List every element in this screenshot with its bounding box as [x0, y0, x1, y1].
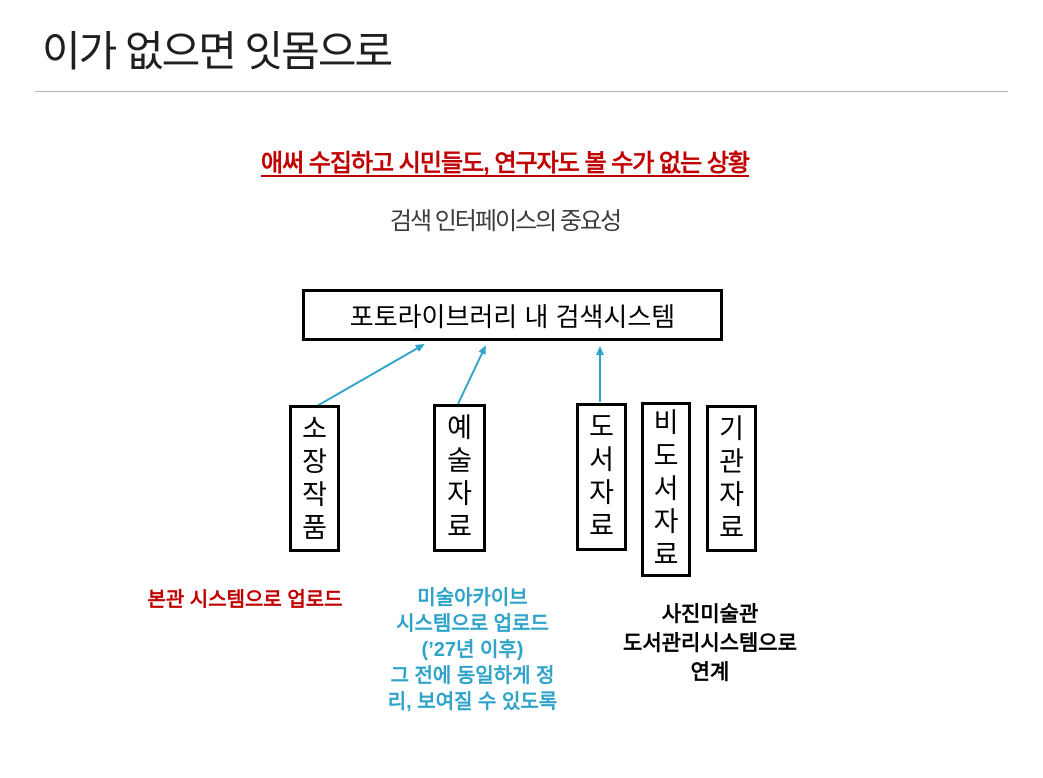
- note-library-link: 사진미술관 도서관리시스템으로 연계: [600, 600, 820, 687]
- slide-title: 이가 없으면 잇몸으로: [42, 28, 393, 75]
- note-collection-upload-text: 본관 시스템으로 업로드: [147, 589, 343, 611]
- note-archive-line-5: 리, 보여질 수 있도록: [387, 691, 558, 713]
- category-box-non-books: 비도서자료: [641, 402, 691, 577]
- category-box-art-materials-label: 예술자료: [447, 413, 472, 542]
- note-archive-line-2: 시스템으로 업로드: [396, 613, 549, 635]
- category-box-books-label: 도서자료: [589, 412, 614, 541]
- category-box-collection-label: 소장작품: [302, 413, 327, 543]
- arrow-art-to-root: [457, 345, 486, 405]
- note-library-line-1: 사진미술관: [661, 603, 759, 626]
- note-archive-line-3: (’27년 이후): [421, 639, 524, 661]
- subheading: 검색 인터페이스의 중요성: [389, 208, 622, 235]
- note-archive-line-4: 그 전에 동일하게 정: [390, 665, 555, 687]
- key-message: 애써 수집하고 시민들도, 연구자도 볼 수가 없는 상황: [260, 150, 750, 177]
- category-box-institutional-label: 기관자료: [719, 413, 744, 543]
- category-box-books: 도서자료: [576, 403, 627, 551]
- note-archive-upload: 미술아카이브 시스템으로 업로드 (’27년 이후) 그 전에 동일하게 정 리…: [355, 585, 590, 715]
- note-library-line-2: 도서관리시스템으로: [623, 632, 797, 655]
- category-box-non-books-label: 비도서자료: [653, 408, 679, 570]
- note-archive-line-1: 미술아카이브: [417, 587, 528, 609]
- category-box-institutional: 기관자료: [706, 405, 757, 552]
- arrow-collection-to-root: [316, 344, 425, 407]
- category-box-art-materials: 예술자료: [433, 404, 486, 552]
- title-divider: [35, 91, 1008, 92]
- note-collection-upload: 본관 시스템으로 업로드: [120, 583, 370, 612]
- note-library-line-3: 연계: [690, 661, 730, 684]
- category-box-collection: 소장작품: [289, 405, 340, 552]
- root-system-box: 포토라이브러리 내 검색시스템: [302, 289, 723, 341]
- root-system-label: 포토라이브러리 내 검색시스템: [349, 301, 676, 332]
